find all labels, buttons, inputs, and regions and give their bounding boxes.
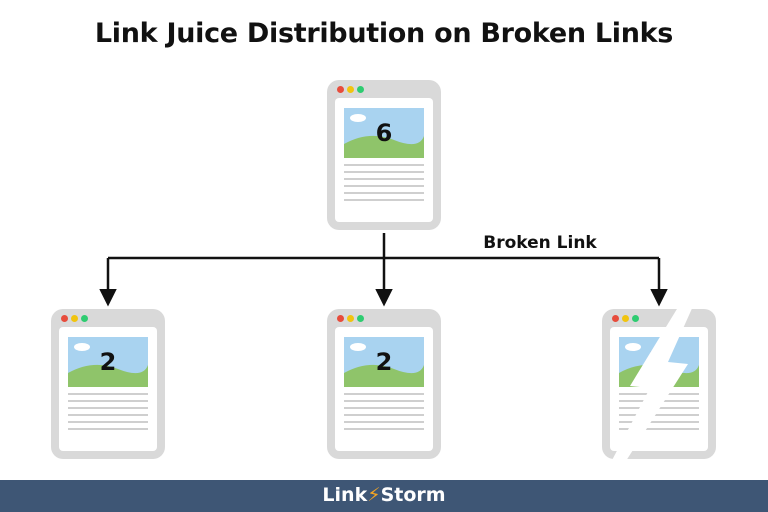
window-dot-red	[612, 315, 619, 322]
window-dot-green	[357, 86, 364, 93]
link-juice-value: 6	[375, 119, 393, 147]
footer-bar: Link⚡Storm	[0, 480, 768, 512]
image-placeholder-icon: 2	[344, 337, 424, 387]
bolt-icon: ⚡	[367, 484, 381, 506]
window-dot-red	[61, 315, 68, 322]
brand-part2: Storm	[380, 484, 446, 506]
brand-part1: Link	[322, 484, 368, 506]
window-dot-yellow	[347, 86, 354, 93]
window-dot-yellow	[71, 315, 78, 322]
broken-target-page: 2	[602, 304, 716, 464]
image-placeholder-icon: 6	[344, 108, 424, 158]
target-page-center: 2	[327, 309, 441, 459]
text-lines	[344, 164, 424, 206]
link-juice-value: 2	[375, 348, 393, 376]
image-placeholder-icon: 2	[68, 337, 148, 387]
diagram-title: Link Juice Distribution on Broken Links	[94, 18, 674, 49]
page-body: 2	[59, 327, 157, 451]
source-page: 6	[327, 80, 441, 230]
page-body: 2	[335, 327, 433, 451]
page-body: 6	[335, 98, 433, 222]
broken-link-label: Broken Link	[483, 233, 597, 253]
window-dot-green	[81, 315, 88, 322]
window-dot-green	[632, 315, 639, 322]
crack-icon	[610, 304, 694, 464]
link-juice-value: 2	[99, 348, 117, 376]
window-dot-green	[357, 315, 364, 322]
window-dot-red	[337, 315, 344, 322]
target-page-left: 2	[51, 309, 165, 459]
window-dot-yellow	[347, 315, 354, 322]
text-lines	[68, 393, 148, 435]
linkstorm-logo: Link⚡Storm	[0, 484, 768, 506]
text-lines	[344, 393, 424, 435]
window-dot-yellow	[622, 315, 629, 322]
window-dot-red	[337, 86, 344, 93]
